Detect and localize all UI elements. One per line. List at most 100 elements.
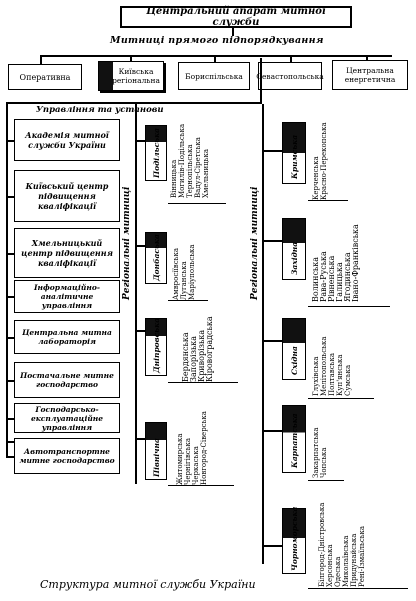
connector-line xyxy=(135,104,137,484)
city-label: Кіровоградська xyxy=(205,316,214,382)
connector-line xyxy=(366,55,368,64)
city-label: Херсонська xyxy=(326,544,334,587)
city-label: Білгород-Дністровська xyxy=(318,502,326,587)
regional-label-right: Регіональні митниці xyxy=(250,186,260,300)
connector-line xyxy=(290,55,292,64)
connector-line xyxy=(262,340,282,342)
institution-box: Інформаційно-аналітичне управління xyxy=(14,280,120,313)
customs-boryspil-label: Бориспільська xyxy=(185,71,243,81)
institution-box: Хмельницький центр підвищення кваліфікац… xyxy=(14,228,120,278)
connector-line xyxy=(308,398,374,399)
region-donbaska: Донбаська xyxy=(145,232,167,284)
connector-line xyxy=(308,200,348,201)
customs-kyiv-label: Київська регіональна xyxy=(112,67,160,85)
customs-boryspil: Бориспільська xyxy=(178,62,250,90)
connector-line xyxy=(232,28,234,36)
institution-box: Постачальне митне господарство xyxy=(14,362,120,398)
region-zakhidna: Західна xyxy=(282,218,306,280)
direct-subordination-label: Митниці прямого підпорядкування xyxy=(110,35,324,46)
institution-box: Академія митної служби України xyxy=(14,119,120,161)
connector-line xyxy=(168,382,238,383)
city-label: Новгород-Сіверська xyxy=(200,411,208,485)
connector-line xyxy=(6,337,14,339)
connector-line xyxy=(40,55,42,64)
institution-box: Центральна митна лабораторія xyxy=(14,320,120,354)
region-skhidna: Східна xyxy=(282,318,306,380)
city-label: Придунайська xyxy=(350,533,358,587)
region-chornomorska: Чорноморська xyxy=(282,507,306,574)
city-label: Рені-Ізмаїльська xyxy=(358,525,366,587)
connector-line xyxy=(308,306,390,307)
customs-sevastopol-label: Севастопольська xyxy=(256,71,324,81)
connector-line xyxy=(262,430,282,432)
connector-line xyxy=(308,480,344,481)
region-karpatska: Карпатська xyxy=(282,405,306,473)
connector-line xyxy=(6,102,8,442)
connector-line xyxy=(260,58,262,104)
city-label: Полтавська xyxy=(328,352,336,396)
connector-line xyxy=(168,485,234,486)
connector-line xyxy=(6,196,14,198)
city-label: Чернігівська xyxy=(184,437,192,485)
city-label: Одеська xyxy=(334,556,342,587)
caption: Структура митної служби України xyxy=(40,578,256,591)
customs-kyiv-regional: Київська регіональна xyxy=(98,61,164,91)
city-label: Черкаська xyxy=(192,446,200,485)
city-label: Амвросіївська xyxy=(172,247,180,300)
connector-line xyxy=(135,245,145,247)
central-apparatus-title: Центральний апарат митної служби xyxy=(146,6,326,28)
connector-line xyxy=(135,438,145,440)
connector-line xyxy=(6,140,14,142)
institution-box: Господарсько-експлуатаційне управління xyxy=(14,403,120,433)
city-label: Житомирська xyxy=(176,433,184,486)
city-label: Могилів-Подільська xyxy=(178,123,186,198)
connector-line xyxy=(6,441,8,456)
connector-line xyxy=(214,55,216,64)
customs-operative: Оперативна xyxy=(8,64,82,90)
city-label: Куп'янська xyxy=(336,354,344,397)
region-pivnichna: Північна xyxy=(145,422,167,480)
customs-sevastopol: Севастопольська xyxy=(256,62,324,90)
city-label: Вінницька xyxy=(170,159,178,198)
region-dniprovska: Дніпровська xyxy=(145,318,167,376)
connector-line xyxy=(6,102,260,104)
connector-line xyxy=(40,55,392,57)
institutions-heading: Управління та установи xyxy=(36,105,164,115)
city-label: Чопська xyxy=(320,447,328,478)
connector-line xyxy=(130,55,132,64)
institution-box: Автотранспортне митне господарство xyxy=(14,438,120,474)
connector-line xyxy=(168,203,226,204)
city-label: Керченська xyxy=(312,156,320,200)
connector-line xyxy=(6,441,14,443)
connector-line xyxy=(168,300,208,301)
central-apparatus-box: Центральний апарат митної служби xyxy=(120,6,352,28)
customs-energy-label: Центральна енергетична xyxy=(344,66,396,84)
city-label: Івано-Франківська xyxy=(351,224,360,302)
connector-line xyxy=(6,456,14,458)
connector-line xyxy=(6,296,14,298)
region-podilska: Подільська xyxy=(145,125,167,181)
connector-line xyxy=(262,104,264,564)
connector-line xyxy=(135,140,145,142)
city-label: Миколаївська xyxy=(342,535,350,587)
city-label: Закарпатська xyxy=(312,427,320,478)
city-label: Красно-Перекопська xyxy=(320,122,328,200)
city-label: Сумська xyxy=(344,364,352,396)
connector-line xyxy=(6,418,14,420)
city-label: Мелітопольська xyxy=(320,336,328,397)
regional-label-left: Регіональні митниці xyxy=(122,186,132,300)
connector-line xyxy=(262,545,282,547)
connector-line xyxy=(6,253,14,255)
connector-line xyxy=(135,330,145,332)
region-krymska: Кримська xyxy=(282,122,306,184)
customs-central-energy: Центральна енергетична xyxy=(332,60,408,90)
city-label: Маріупольська xyxy=(188,244,196,300)
city-label: Луганська xyxy=(180,261,188,300)
city-label: Хмельницька xyxy=(202,148,210,198)
connector-line xyxy=(262,240,282,242)
city-label: Вадул-Сіретська xyxy=(194,137,202,198)
connector-line xyxy=(262,150,282,152)
city-label: Глухівська xyxy=(312,356,320,396)
connector-line xyxy=(6,380,14,382)
institution-box: Київський центр підвищення кваліфікації xyxy=(14,170,120,222)
